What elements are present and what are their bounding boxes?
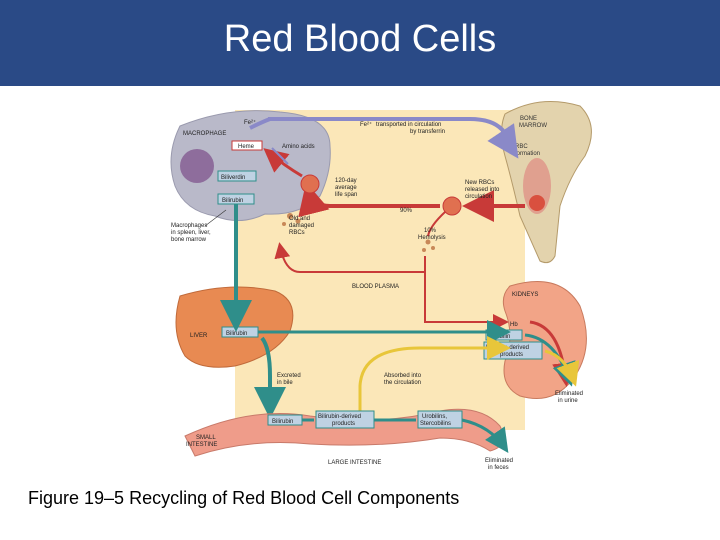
absorption-arrow — [358, 336, 511, 412]
plasma-to-kidney-arrow — [424, 256, 509, 330]
title-bar — [0, 0, 720, 86]
percent-90-label: 90% — [400, 208, 413, 214]
circulating-new-rbc — [442, 196, 462, 216]
rbc-recycling-diagram: BONE MARROW RBC formation MACROPHAGE Fe²… — [170, 101, 592, 471]
blood-plasma-label: BLOOD PLASMA — [352, 284, 399, 290]
bile-arrow — [254, 336, 286, 419]
new-rbcs-line3: circulation — [465, 194, 492, 200]
liver-bilirubin-label: Bilirubin — [226, 331, 247, 337]
small-intestine-line2: INTESTINE — [186, 442, 217, 448]
slide-title: Red Blood Cells — [223, 18, 497, 60]
liver-label: LIVER — [190, 333, 208, 339]
transport-fe-label: Fe²⁺ — [360, 121, 372, 128]
macrophage-note-line2: in spleen, liver, — [171, 230, 211, 236]
bone-label: BONE — [520, 116, 537, 122]
feces-eliminated-line2: in feces — [488, 465, 509, 471]
amino-acids-label: Amino acids — [282, 144, 315, 150]
feces-eliminated-line1: Eliminated — [485, 458, 513, 464]
plasma-return-arrow — [274, 242, 426, 273]
small-intestine-line1: SMALL — [196, 435, 216, 441]
circulating-rbc — [300, 174, 320, 194]
old-rbcs-line2: damaged — [289, 223, 314, 229]
absorbed-line2: the circulation — [384, 380, 421, 386]
macrophage-bilirubin-label: Bilirubin — [222, 198, 243, 204]
kidneys-label: KIDNEYS — [512, 292, 538, 298]
old-rbc-fragments — [282, 213, 301, 226]
biliverdin-box — [217, 170, 257, 182]
macrophage-nucleus — [180, 149, 214, 183]
lifespan-line2: average — [335, 185, 357, 191]
heme-return-arrow — [263, 148, 303, 178]
transport-line1: transported in circulation — [376, 122, 441, 128]
absorbed-line1: Absorbed into — [384, 373, 422, 379]
hemolysis-percent: 10% — [424, 228, 437, 234]
formation-label: formation — [515, 151, 540, 157]
macrophage-note-line1: Macrophages — [171, 223, 207, 229]
kidney-products-line2: products — [500, 352, 523, 358]
lifespan-line3: life span — [335, 192, 357, 198]
macrophage-note-line3: bone marrow — [171, 237, 207, 243]
urine-arrow-yellow — [544, 349, 580, 387]
urobilins-line1: Urobilins, — [422, 414, 447, 420]
urobilins-box — [417, 410, 463, 429]
excreted-line1: Excreted — [277, 373, 301, 379]
heme-label: Heme — [238, 144, 255, 150]
macrophage-note-pointer — [204, 209, 227, 227]
intestine-bilirubin-label: Bilirubin — [272, 419, 293, 425]
rbc-label: RBC — [515, 144, 528, 150]
hemolysis-label: Hemolysis — [418, 235, 446, 241]
lifespan-line1: 120-day — [335, 178, 357, 184]
urine-eliminated-line2: in urine — [558, 398, 578, 404]
marrow-label: MARROW — [519, 123, 547, 129]
excreted-line2: in bile — [277, 380, 293, 386]
amino-acid-arrow — [271, 147, 289, 165]
marrow-rbc — [529, 195, 545, 211]
hemolysis-fragments — [422, 239, 435, 252]
heme-box — [231, 140, 263, 151]
new-rbcs-line1: New RBCs — [465, 180, 494, 186]
biliverdin-label: Biliverdin — [221, 175, 245, 181]
figure-caption: Figure 19–5 Recycling of Red Blood Cell … — [28, 488, 460, 508]
intestine-products-line1: Bilirubin-derived — [318, 414, 361, 420]
urobilins-line2: Stercobilins — [420, 421, 451, 427]
intestine-flow-arrow — [302, 418, 505, 448]
large-intestine-label: LARGE INTESTINE — [328, 460, 381, 466]
kidney-hb-label: Hb — [510, 322, 518, 328]
new-rbcs-line2: released into — [465, 187, 500, 193]
old-rbcs-line3: RBCs — [289, 230, 305, 236]
old-rbcs-line1: Old and — [289, 216, 310, 222]
intestine-products-line2: products — [332, 421, 355, 427]
fe-release-arrow — [249, 117, 271, 130]
urobilin-label: Urobilin — [490, 334, 510, 340]
transport-line2: by transferrin — [410, 129, 445, 135]
transferrin-arrow — [268, 117, 519, 159]
hemolysis-arrow — [427, 211, 446, 237]
macrophage-label: MACROPHAGE — [183, 131, 226, 137]
urine-eliminated-line1: Eliminated — [555, 391, 583, 397]
fe-label: Fe²⁺ — [244, 119, 256, 126]
